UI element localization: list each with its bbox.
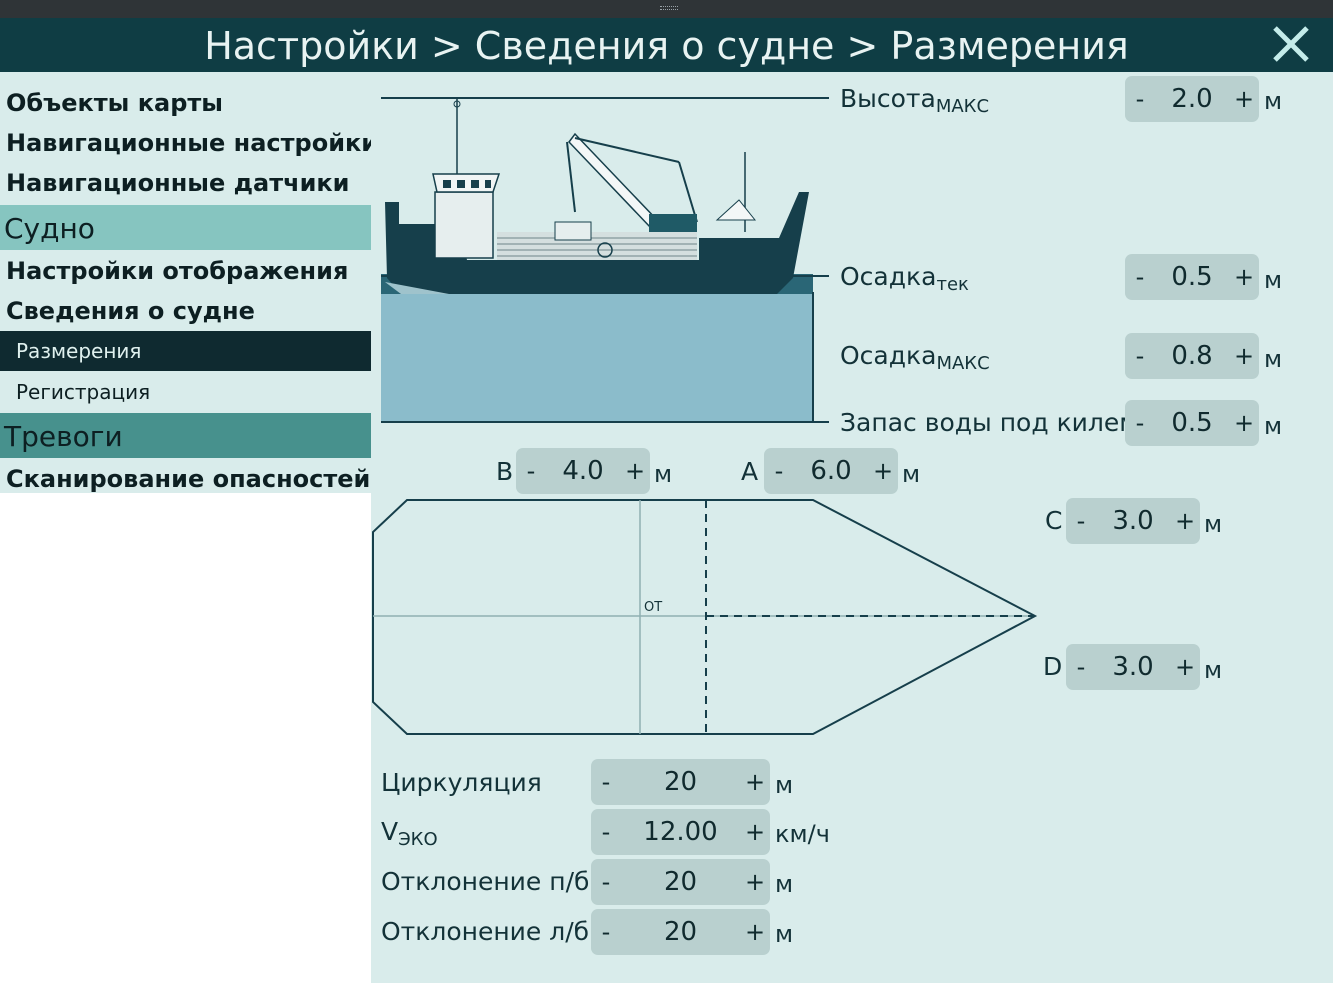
draft-current-value[interactable]: 0.5 [1171,262,1213,292]
dim-a-value[interactable]: 6.0 [810,456,852,486]
dim-c-value[interactable]: 3.0 [1112,506,1154,536]
under-keel-unit: м [1264,412,1283,440]
dim-a-unit: м [902,460,921,488]
dim-b-stepper: - 4.0 + [516,448,650,494]
water-area [381,274,813,422]
v-eco-minus-button[interactable]: - [601,818,611,846]
dim-d-label: D [1043,652,1063,681]
vessel-side-view [381,97,829,423]
dev-starboard-plus-button[interactable]: + [744,868,766,896]
dim-d-value[interactable]: 3.0 [1112,652,1154,682]
window-drag-strip[interactable] [0,0,1333,18]
dev-starboard-minus-button[interactable]: - [601,868,611,896]
height-max-value[interactable]: 2.0 [1171,84,1213,114]
turning-minus-button[interactable]: - [601,768,611,796]
height-max-stepper: - 2.0 + [1125,76,1259,122]
origin-label: ОТ [644,600,663,615]
plan-outline [372,499,1038,735]
dim-c-label: C [1045,506,1063,535]
draft-max-unit: м [1264,345,1283,373]
dev-starboard-value[interactable]: 20 [663,867,698,897]
sidebar-item-display-settings[interactable]: Настройки отображения [6,257,349,285]
v-eco-value[interactable]: 12.00 [643,817,718,847]
sidebar-item-nav-settings[interactable]: Навигационные настройки [6,129,371,157]
dev-starboard-unit: м [775,870,794,898]
height-max-label: ВысотаМАКС [840,84,990,117]
dim-a-plus-button[interactable]: + [872,457,894,485]
under-keel-value[interactable]: 0.5 [1171,408,1213,438]
dim-a-minus-button[interactable]: - [774,457,784,485]
dim-b-unit: м [654,460,673,488]
draft-max-plus-button[interactable]: + [1233,342,1255,370]
draft-current-unit: м [1264,266,1283,294]
sidebar-item-map-objects[interactable]: Объекты карты [6,89,224,117]
draft-current-minus-button[interactable]: - [1135,263,1145,291]
dim-a-label: A [741,457,759,486]
under-keel-stepper: - 0.5 + [1125,400,1259,446]
dev-port-label: Отклонение л/б [381,917,590,946]
turning-value[interactable]: 20 [663,767,698,797]
dim-c-stepper: - 3.0 + [1066,498,1200,544]
settings-sidebar: Объекты карты Навигационные настройки На… [0,72,371,493]
turning-stepper: - 20 + [591,759,770,805]
vessel-plan-view [372,499,1038,735]
dim-d-minus-button[interactable]: - [1076,653,1086,681]
draft-max-minus-button[interactable]: - [1135,342,1145,370]
dev-port-plus-button[interactable]: + [744,918,766,946]
sidebar-item-nav-sensors[interactable]: Навигационные датчики [6,169,350,197]
drag-handle-icon[interactable] [660,6,678,10]
dim-b-plus-button[interactable]: + [624,457,646,485]
dimensions-panel: ВысотаМАКС - 2.0 + м Осадкатек - 0.5 + м… [371,72,1333,983]
close-icon[interactable] [1271,24,1311,64]
draft-current-stepper: - 0.5 + [1125,254,1259,300]
under-keel-minus-button[interactable]: - [1135,409,1145,437]
v-eco-plus-button[interactable]: + [744,818,766,846]
sidebar-item-dimensions[interactable]: Размерения [0,331,371,371]
sidebar-category-vessel[interactable]: Судно [0,205,371,250]
dim-b-value[interactable]: 4.0 [562,456,604,486]
sidebar-item-vessel-info[interactable]: Сведения о судне [6,297,255,325]
dim-c-plus-button[interactable]: + [1174,507,1196,535]
dim-d-unit: м [1204,656,1223,684]
v-eco-label: VЭКО [381,817,438,850]
height-max-plus-button[interactable]: + [1233,85,1255,113]
v-eco-stepper: - 12.00 + [591,809,770,855]
sidebar-item-hazard-scan[interactable]: Сканирование опасностей [6,465,371,493]
dev-starboard-label: Отклонение п/б [381,867,590,896]
turning-label: Циркуляция [381,768,542,797]
draft-max-label: ОсадкаМАКС [840,341,990,374]
draft-max-value[interactable]: 0.8 [1171,341,1213,371]
dim-b-minus-button[interactable]: - [526,457,536,485]
dev-port-minus-button[interactable]: - [601,918,611,946]
title-bar: Настройки > Сведения о судне > Размерени… [0,18,1333,72]
dev-port-unit: м [775,920,794,948]
dim-c-minus-button[interactable]: - [1076,507,1086,535]
dim-c-unit: м [1204,510,1223,538]
dim-d-plus-button[interactable]: + [1174,653,1196,681]
dev-port-stepper: - 20 + [591,909,770,955]
turning-unit: м [775,771,794,799]
sidebar-category-alarms[interactable]: Тревоги [0,413,371,458]
turning-plus-button[interactable]: + [744,768,766,796]
height-max-unit: м [1264,87,1283,115]
height-max-minus-button[interactable]: - [1135,85,1145,113]
v-eco-unit: км/ч [775,820,830,848]
draft-max-stepper: - 0.8 + [1125,333,1259,379]
draft-current-plus-button[interactable]: + [1233,263,1255,291]
dim-d-stepper: - 3.0 + [1066,644,1200,690]
dim-a-stepper: - 6.0 + [764,448,898,494]
under-keel-plus-button[interactable]: + [1233,409,1255,437]
draft-current-label: Осадкатек [840,262,969,295]
crane-jib [568,132,661,229]
page-title: Настройки > Сведения о судне > Размерени… [204,24,1129,68]
dim-b-label: B [496,457,514,486]
sidebar-item-registration[interactable]: Регистрация [16,380,151,404]
under-keel-label: Запас воды под килем [840,408,1139,437]
hull-shape [385,192,809,294]
dev-port-value[interactable]: 20 [663,917,698,947]
dev-starboard-stepper: - 20 + [591,859,770,905]
